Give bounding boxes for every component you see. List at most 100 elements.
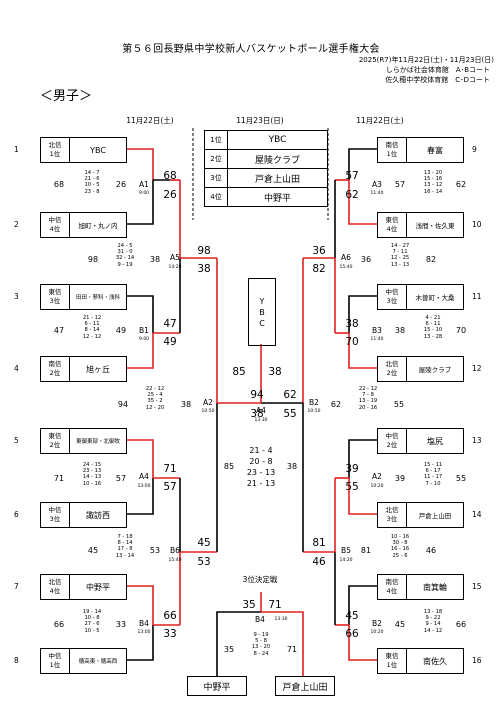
third-team-left: 中野平 — [187, 676, 247, 696]
quarter: 8 - 24 — [253, 650, 269, 657]
standing-place: 4位 — [205, 188, 228, 206]
date-line: 2025(R7)年11月22日(土)・11月23日(日) — [358, 56, 494, 64]
rank-region: 中信 — [385, 432, 399, 440]
quarter-scores: 10 - 16 30 - 8 16 - 16 25 - 6 — [385, 534, 415, 559]
score: 49 — [163, 336, 177, 348]
rank-place: 2位 — [49, 369, 61, 377]
quarter-scores: 22 - 12 7 - 8 13 - 19 20 - 16 — [353, 386, 383, 411]
quarter-scores: 13 - 18 9 - 22 9 - 14 14 - 12 — [418, 609, 448, 634]
quarter-scores: 24 - 15 23 - 13 14 - 13 10 - 16 — [77, 462, 107, 487]
final-score-left: 85 — [232, 366, 246, 378]
quarter: 14 - 7 — [84, 170, 100, 176]
team-name: 屋陵クラブ — [418, 366, 452, 374]
match-time: 11:40 — [370, 191, 384, 196]
score: 66 — [163, 610, 177, 622]
day-right: 11月22日(土) — [356, 116, 404, 125]
quarter: 5 - 8 — [255, 638, 267, 645]
total-score: 70 — [455, 326, 467, 335]
standing-place: 1位 — [205, 131, 228, 149]
score: 38 — [197, 263, 211, 275]
champion-letter: B — [259, 307, 265, 317]
quarter: 10 - 5 — [84, 627, 100, 634]
match-code: B6 — [170, 546, 180, 555]
quarter-scores: 19 - 14 10 - 8 27 - 6 10 - 5 — [77, 609, 107, 634]
score: 68 — [163, 170, 177, 182]
rank-region: 南信 — [385, 141, 399, 149]
quarter: 13 - 28 — [423, 333, 443, 340]
quarter: 10 - 16 — [82, 480, 102, 487]
score: 62 — [283, 389, 297, 401]
rank-place: 1位 — [49, 661, 61, 669]
quarter: 13 - 19 — [358, 398, 378, 405]
rank-region: 南信 — [48, 360, 62, 368]
quarter-scores: 15 - 11 6 - 17 11 - 17 7 - 10 — [418, 462, 448, 487]
seed-number: 9 — [472, 145, 477, 154]
rank-place: 1位 — [386, 661, 398, 669]
match-code: A4 — [256, 406, 266, 415]
match-time: 9:00 — [138, 191, 150, 196]
quarter: 6 - 11 — [425, 321, 441, 328]
team-name: 春富 — [427, 145, 443, 155]
quarter: 13 - 18 — [423, 609, 443, 615]
score: 62 — [345, 189, 359, 201]
quarter: 12 - 25 — [390, 255, 410, 262]
team-name: 田田・蓼科・浅科 — [75, 295, 120, 301]
quarter-scores: 7 - 18 8 - 14 17 - 8 13 - 14 — [110, 534, 140, 559]
seed-number: 2 — [14, 220, 19, 229]
match-code: A1 — [139, 180, 149, 189]
rank-place: 1位 — [386, 150, 398, 158]
score: 33 — [163, 628, 177, 640]
quarter: 22 - 12 — [145, 386, 165, 392]
total-score: 71 — [53, 474, 65, 483]
match-time: 9:00 — [138, 337, 150, 342]
standing-row: 3位戸倉上山田 — [205, 169, 327, 188]
section-label: ＜男子＞ — [40, 89, 93, 104]
quarter-scores: 9 - 19 5 - 8 13 - 20 8 - 24 — [246, 632, 276, 657]
quarter: 7 - 10 — [425, 480, 441, 487]
rank-region: 中信 — [48, 506, 62, 514]
quarter: 15 - 11 — [423, 462, 443, 468]
quarter: 8 - 14 — [84, 327, 100, 334]
match-code: A6 — [341, 253, 351, 262]
total-score: 55 — [455, 474, 467, 483]
score: 70 — [345, 336, 359, 348]
score: 94 — [250, 389, 264, 401]
seed-number: 15 — [472, 582, 482, 591]
total-score: 57 — [394, 180, 406, 189]
quarter: 9 - 14 — [425, 621, 441, 628]
quarter-scores: 21 - 12 6 - 11 8 - 14 12 - 12 — [77, 315, 107, 340]
team-name: 穂高東・穂高西 — [78, 659, 118, 665]
quarter: 21 - 13 — [246, 479, 276, 488]
match-code: B2 — [309, 398, 319, 407]
quarter-scores: 4 - 21 6 - 11 15 - 10 13 - 28 — [418, 315, 448, 340]
match-code: A3 — [372, 180, 382, 189]
score: 39 — [345, 463, 359, 475]
total-score: 98 — [87, 255, 99, 264]
champion-letter: C — [259, 318, 265, 328]
rank-place: 4位 — [386, 225, 398, 233]
score: 26 — [163, 189, 177, 201]
seed-number: 11 — [472, 292, 482, 301]
total-score: 33 — [115, 620, 127, 629]
rank-region: 北信 — [385, 506, 399, 514]
total-score: 71 — [286, 645, 298, 654]
standing-place: 2位 — [205, 150, 228, 168]
venue-1: しらかば社会体育館 A･Bコート — [385, 66, 490, 74]
day-center: 11月23日(日) — [236, 116, 284, 125]
total-score: 26 — [115, 180, 127, 189]
quarter: 6 - 17 — [425, 468, 441, 475]
score: 38 — [345, 318, 359, 330]
match-code: A4 — [139, 472, 149, 481]
quarter: 20 - 16 — [358, 404, 378, 411]
